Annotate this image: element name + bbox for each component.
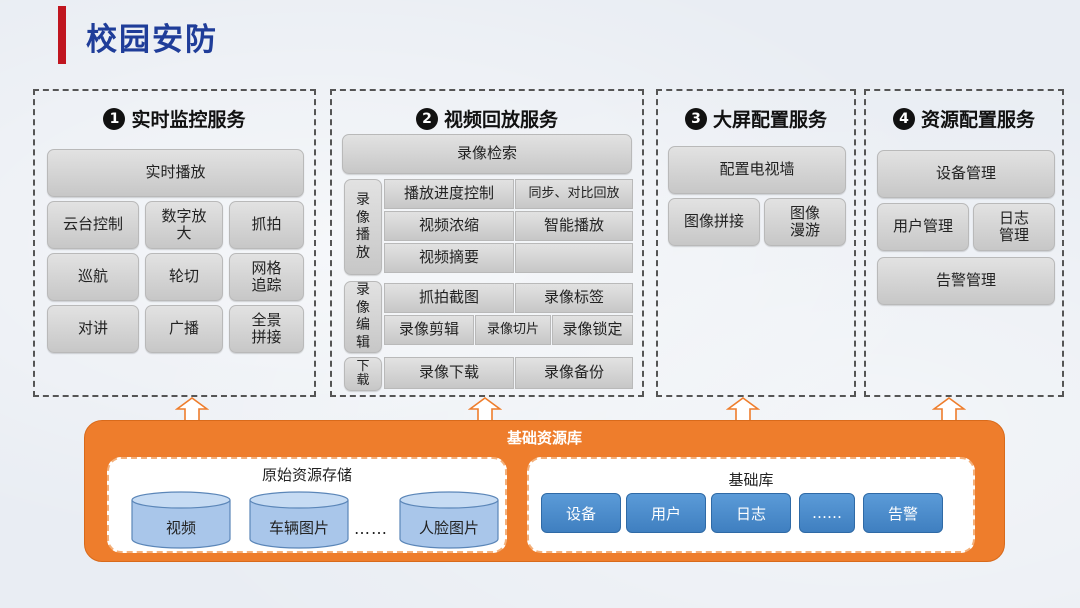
number-badge: 4 — [892, 107, 915, 130]
grid-tracking-button[interactable]: 网格追踪 — [229, 253, 304, 301]
panel-header: 1 实时监控服务 — [35, 105, 314, 132]
cylinder-icon — [249, 491, 349, 549]
smart-play-button[interactable]: 智能播放 — [515, 211, 633, 241]
panel-title: 视频回放服务 — [443, 109, 558, 131]
panorama-stitch-button[interactable]: 全景拼接 — [229, 305, 304, 353]
record-edit-group-label: 录像编辑 — [344, 281, 382, 353]
lib-user-button[interactable]: 用户 — [626, 493, 706, 533]
cylinder-label: 车辆图片 — [268, 519, 329, 537]
cylinder-label: 人脸图片 — [418, 519, 479, 537]
empty-cell — [515, 243, 633, 273]
panel-resource-config: 4 资源配置服务 设备管理 用户管理 日志管理 告警管理 — [864, 89, 1064, 397]
page-title: 校园安防 — [86, 22, 218, 58]
number-badge: 1 — [103, 107, 126, 130]
vehicle-image-cylinder: 车辆图片 — [249, 491, 349, 549]
record-slice-button[interactable]: 录像切片 — [475, 315, 551, 345]
panel-header: 4 资源配置服务 — [866, 105, 1062, 132]
alarm-management-button[interactable]: 告警管理 — [877, 257, 1055, 305]
video-summary-button[interactable]: 视频摘要 — [384, 243, 514, 273]
intercom-button[interactable]: 对讲 — [47, 305, 139, 353]
panel-realtime-monitoring: 1 实时监控服务 实时播放 云台控制 数字放大 抓拍 巡航 轮切 网格追踪 对讲… — [33, 89, 316, 397]
sync-compare-playback-button[interactable]: 同步、对比回放 — [515, 179, 633, 209]
realtime-play-button[interactable]: 实时播放 — [47, 149, 304, 197]
base-resource-library: 基础资源库 原始资源存储 视频 车辆图片 …… 人脸图片 基础库 — [84, 420, 1005, 562]
lib-more-button[interactable]: …… — [799, 493, 855, 533]
user-management-button[interactable]: 用户管理 — [877, 203, 969, 251]
record-clip-button[interactable]: 录像剪辑 — [384, 315, 474, 345]
base-library-title: 基础库 — [728, 471, 774, 489]
lib-alarm-button[interactable]: 告警 — [863, 493, 943, 533]
panel-title: 实时监控服务 — [131, 109, 246, 131]
cruise-button[interactable]: 巡航 — [47, 253, 139, 301]
cylinder-label: 视频 — [165, 519, 196, 537]
panel-header: 2 视频回放服务 — [332, 105, 642, 132]
record-playback-group-label: 录像播放 — [344, 179, 382, 275]
base-library-box: 基础库 设备 用户 日志 …… 告警 — [527, 457, 975, 553]
panel-video-playback: 2 视频回放服务 录像检索 录像播放 播放进度控制 同步、对比回放 视频浓缩 智… — [330, 89, 644, 397]
capture-screenshot-button[interactable]: 抓拍截图 — [384, 283, 514, 313]
base-title: 基础资源库 — [506, 429, 582, 447]
lib-log-button[interactable]: 日志 — [711, 493, 791, 533]
cylinder-icon — [131, 491, 231, 549]
tv-wall-config-button[interactable]: 配置电视墙 — [668, 146, 846, 194]
ellipsis: …… — [354, 519, 388, 538]
record-lock-button[interactable]: 录像锁定 — [552, 315, 633, 345]
record-search-button[interactable]: 录像检索 — [342, 134, 632, 174]
image-stitch-button[interactable]: 图像拼接 — [668, 198, 760, 246]
panel-screen-config: 3 大屏配置服务 配置电视墙 图像拼接 图像漫游 — [656, 89, 856, 397]
number-badge: 2 — [415, 107, 438, 130]
cylinder-icon — [399, 491, 499, 549]
broadcast-button[interactable]: 广播 — [145, 305, 223, 353]
record-tag-button[interactable]: 录像标签 — [515, 283, 633, 313]
lib-device-button[interactable]: 设备 — [541, 493, 621, 533]
image-roam-button[interactable]: 图像漫游 — [764, 198, 846, 246]
snapshot-button[interactable]: 抓拍 — [229, 201, 304, 249]
device-management-button[interactable]: 设备管理 — [877, 150, 1055, 198]
log-management-button[interactable]: 日志管理 — [973, 203, 1055, 251]
video-storage-cylinder: 视频 — [131, 491, 231, 549]
digital-zoom-button[interactable]: 数字放大 — [145, 201, 223, 249]
title-accent-bar — [58, 6, 66, 64]
progress-control-button[interactable]: 播放进度控制 — [384, 179, 514, 209]
record-download-button[interactable]: 录像下载 — [384, 357, 514, 389]
carousel-button[interactable]: 轮切 — [145, 253, 223, 301]
number-badge: 3 — [684, 107, 707, 130]
ptz-control-button[interactable]: 云台控制 — [47, 201, 139, 249]
record-backup-button[interactable]: 录像备份 — [515, 357, 633, 389]
panel-title: 资源配置服务 — [920, 109, 1035, 131]
video-condense-button[interactable]: 视频浓缩 — [384, 211, 514, 241]
raw-storage-box: 原始资源存储 视频 车辆图片 …… 人脸图片 — [107, 457, 507, 553]
panel-header: 3 大屏配置服务 — [658, 105, 854, 132]
download-group-label: 下载 — [344, 357, 382, 391]
panel-title: 大屏配置服务 — [712, 109, 827, 131]
face-image-cylinder: 人脸图片 — [399, 491, 499, 549]
raw-storage-title: 原始资源存储 — [261, 466, 352, 484]
